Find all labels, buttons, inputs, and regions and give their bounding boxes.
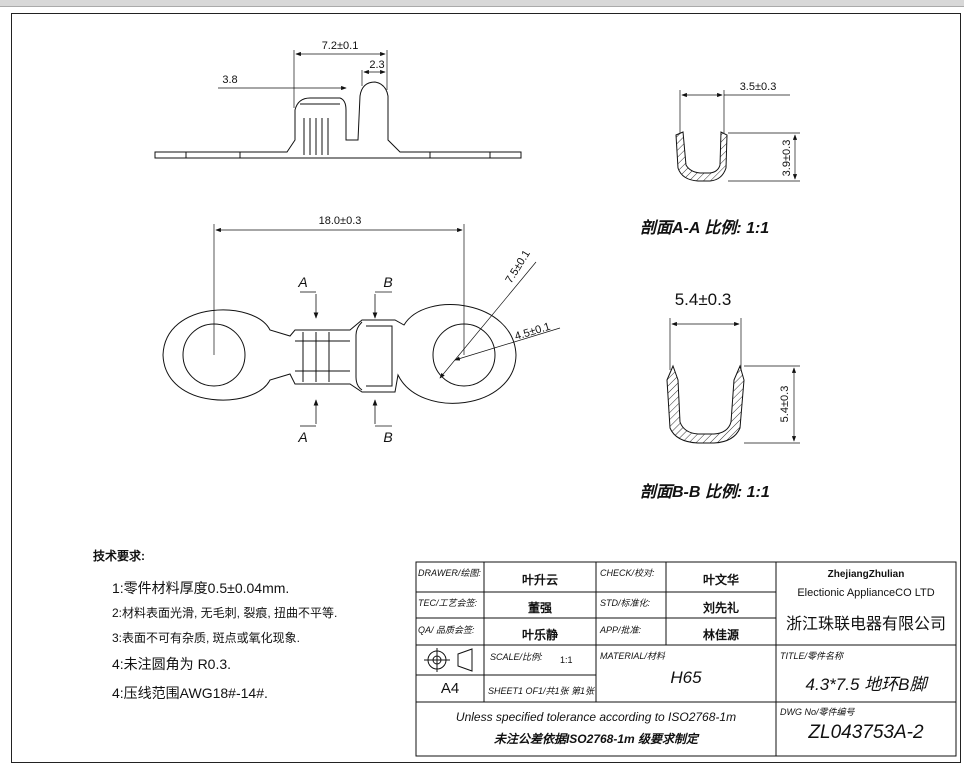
- drawer-label: DRAWER/绘图:: [418, 568, 481, 578]
- tec-value: 董强: [527, 601, 552, 615]
- tech-requirements-heading: 技术要求:: [93, 549, 145, 563]
- dim-section-a-height: 3.9±0.3: [781, 140, 793, 177]
- dim-section-a-width: 3.5±0.3: [740, 81, 777, 93]
- title-block-grid: [415, 561, 957, 757]
- company-english: Electionic ApplianceCO LTD: [797, 587, 935, 599]
- dwg-number: ZL043753A-2: [808, 722, 924, 743]
- dim-top-width: 7.2±0.1: [322, 40, 359, 52]
- dim-overall-length: 18.0±0.3: [319, 215, 362, 227]
- tech-requirement-item: 4:压线范围AWG18#-14#.: [112, 685, 268, 701]
- scale-label: SCALE/比例:: [490, 652, 543, 662]
- section-a-title: 剖面A-A 比例: 1:1: [640, 220, 770, 237]
- std-value: 刘先礼: [702, 601, 739, 615]
- app-value: 林佳源: [702, 628, 739, 642]
- projection-symbol-icon: [424, 648, 473, 672]
- section-a-view: [675, 90, 800, 182]
- title-label: TITLE/零件名称: [780, 651, 844, 661]
- dim-section-b-height: 5.4±0.3: [779, 386, 791, 423]
- std-label: STD/标准化:: [600, 598, 651, 608]
- qa-value: 叶乐静: [521, 628, 558, 642]
- part-title: 4.3*7.5 地环B脚: [805, 675, 927, 694]
- material-label: MATERIAL/材料: [600, 651, 665, 661]
- dim-hole-id: 4.5±0.1: [513, 321, 552, 343]
- company-pinyin: ZhejiangZhulian: [827, 569, 905, 580]
- company-chinese: 浙江珠联电器有限公司: [785, 614, 946, 633]
- check-label: CHECK/校对:: [600, 568, 655, 578]
- scale-value: 1:1: [560, 655, 573, 665]
- window-top-strip: [0, 0, 964, 7]
- tech-requirement-item: 2:材料表面光滑, 无毛刺, 裂痕, 扭曲不平等.: [112, 606, 338, 620]
- tec-label: TEC/工艺会签:: [418, 598, 478, 608]
- tolerance-chinese: 未注公差依据ISO2768-1m 级要求制定: [493, 732, 699, 746]
- drawer-value: 叶升云: [521, 573, 558, 587]
- material-value: H65: [670, 668, 702, 687]
- paper-size: A4: [440, 680, 460, 697]
- plan-view: [162, 224, 561, 427]
- section-marker-a-top: A: [297, 274, 307, 290]
- section-marker-a-bottom: A: [297, 429, 307, 445]
- sheet-label: SHEET1 OF1/共1张 第1张: [488, 686, 595, 696]
- section-b-view: [666, 318, 800, 444]
- qa-label: QA/ 品质会签:: [418, 625, 475, 635]
- section-marker-b-top: B: [383, 274, 392, 290]
- tech-requirement-item: 4:未注圆角为 R0.3.: [112, 656, 232, 672]
- app-label: APP/批准:: [600, 625, 642, 635]
- dim-left-offset: 3.8: [222, 74, 237, 86]
- dim-section-b-width: 5.4±0.3: [675, 290, 732, 309]
- check-value: 叶文华: [702, 573, 739, 587]
- dwg-label: DWG No/零件编号: [780, 707, 855, 717]
- section-marker-b-bottom: B: [383, 429, 392, 445]
- side-view: [154, 50, 522, 159]
- section-b-title: 剖面B-B 比例: 1:1: [640, 484, 770, 501]
- tech-requirement-item: 3:表面不可有杂质, 斑点或氧化现象.: [112, 631, 301, 645]
- dim-hole-od: 7.5±0.1: [503, 248, 533, 285]
- dim-tab-width: 2.3: [369, 59, 384, 71]
- tolerance-english: Unless specified tolerance according to …: [455, 710, 737, 724]
- tech-requirement-item: 1:零件材料厚度0.5±0.04mm.: [112, 580, 290, 596]
- drawing-border: [11, 13, 961, 763]
